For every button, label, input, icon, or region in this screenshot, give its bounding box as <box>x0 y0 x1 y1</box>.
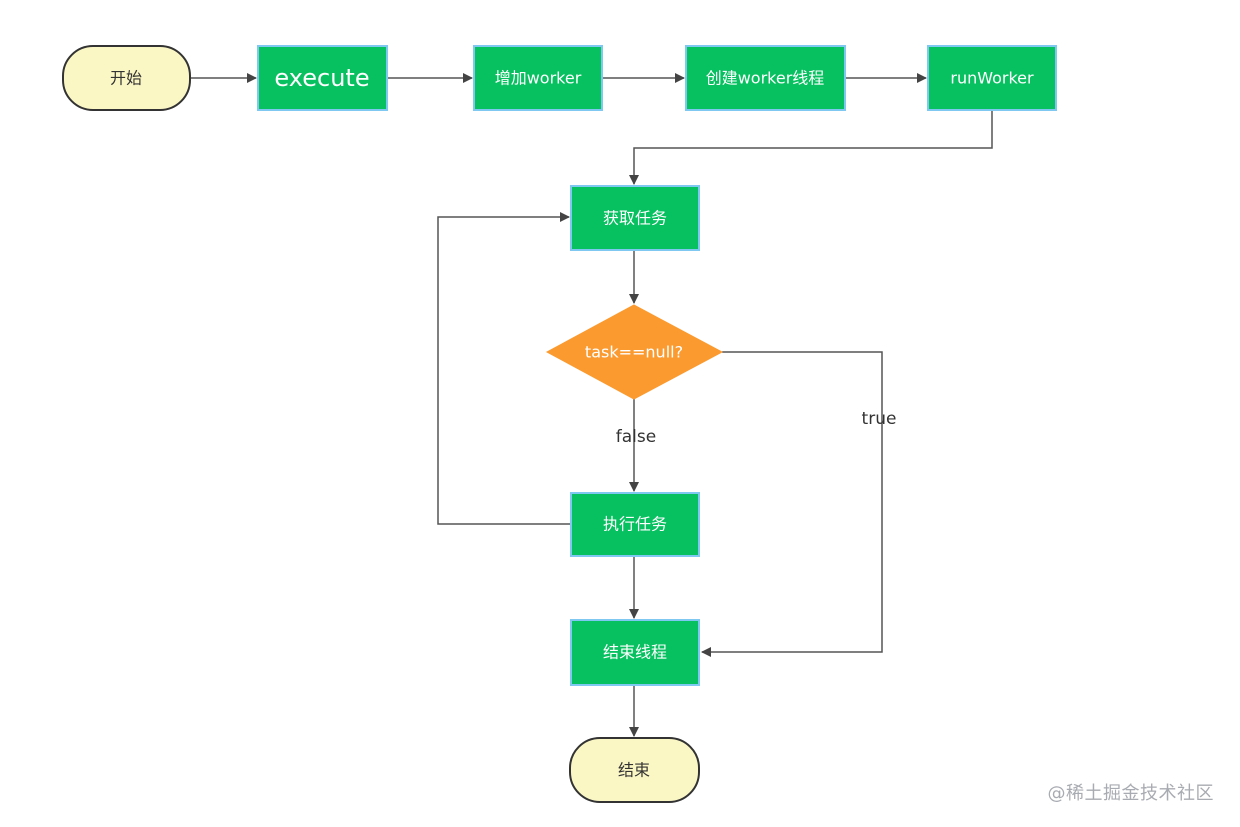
execute-label: execute <box>274 64 369 92</box>
false-edge-label: false <box>616 427 656 447</box>
create-worker-thread-node: 创建worker线程 <box>685 45 846 111</box>
decision-node: task==null? <box>545 304 724 400</box>
true-edge-label: true <box>862 409 897 429</box>
run-task-node: 执行任务 <box>570 492 700 557</box>
run-worker-label: runWorker <box>950 69 1034 88</box>
watermark: @稀土掘金技术社区 <box>1047 783 1214 804</box>
create-worker-thread-label: 创建worker线程 <box>706 69 825 88</box>
execute-node: execute <box>257 45 388 111</box>
start-node: 开始 <box>62 45 191 111</box>
edge-runtask-gettask <box>437 212 571 525</box>
run-worker-node: runWorker <box>927 45 1057 111</box>
edge-decision-endthread <box>701 351 883 657</box>
add-worker-label: 增加worker <box>495 69 582 88</box>
end-thread-label: 结束线程 <box>603 643 667 662</box>
run-task-label: 执行任务 <box>603 515 667 534</box>
end-label: 结束 <box>618 761 650 780</box>
end-node: 结束 <box>569 737 700 803</box>
edge-runworker-gettask <box>629 110 993 185</box>
start-label: 开始 <box>110 69 142 88</box>
decision-label: task==null? <box>585 343 683 362</box>
add-worker-node: 增加worker <box>473 45 603 111</box>
get-task-node: 获取任务 <box>570 185 700 251</box>
get-task-label: 获取任务 <box>603 209 667 228</box>
end-thread-node: 结束线程 <box>570 619 700 686</box>
